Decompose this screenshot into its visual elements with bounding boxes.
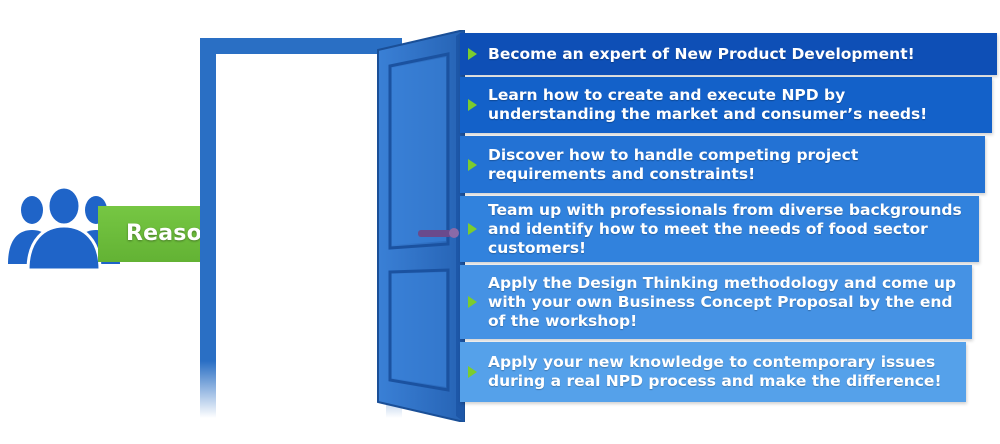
triangle-bullet-icon <box>468 223 477 235</box>
reason-item-5: Apply the Design Thinking methodology an… <box>460 265 972 339</box>
reason-text: Team up with professionals from diverse … <box>488 200 962 257</box>
reason-text: Learn how to create and execute NPD by u… <box>488 86 928 123</box>
reason-item-3: Discover how to handle competing project… <box>460 136 985 193</box>
reason-item-4: Team up with professionals from diverse … <box>460 196 979 262</box>
triangle-bullet-icon <box>468 296 477 308</box>
triangle-bullet-icon <box>468 366 477 378</box>
triangle-bullet-icon <box>468 158 477 171</box>
reason-text: Become an expert of New Product Developm… <box>488 44 915 63</box>
door-icon <box>377 30 465 422</box>
users-icon <box>8 185 120 270</box>
door-frame <box>200 38 402 418</box>
reason-item-1: Become an expert of New Product Developm… <box>460 33 997 75</box>
triangle-bullet-icon <box>468 48 477 60</box>
reason-text: Discover how to handle competing project… <box>488 145 859 183</box>
reason-text: Apply your new knowledge to contemporary… <box>488 353 942 390</box>
reason-item-6: Apply your new knowledge to contemporary… <box>460 342 966 402</box>
reason-item-2: Learn how to create and execute NPD by u… <box>460 77 992 133</box>
triangle-bullet-icon <box>468 99 477 111</box>
reason-text: Apply the Design Thinking methodology an… <box>488 273 956 330</box>
